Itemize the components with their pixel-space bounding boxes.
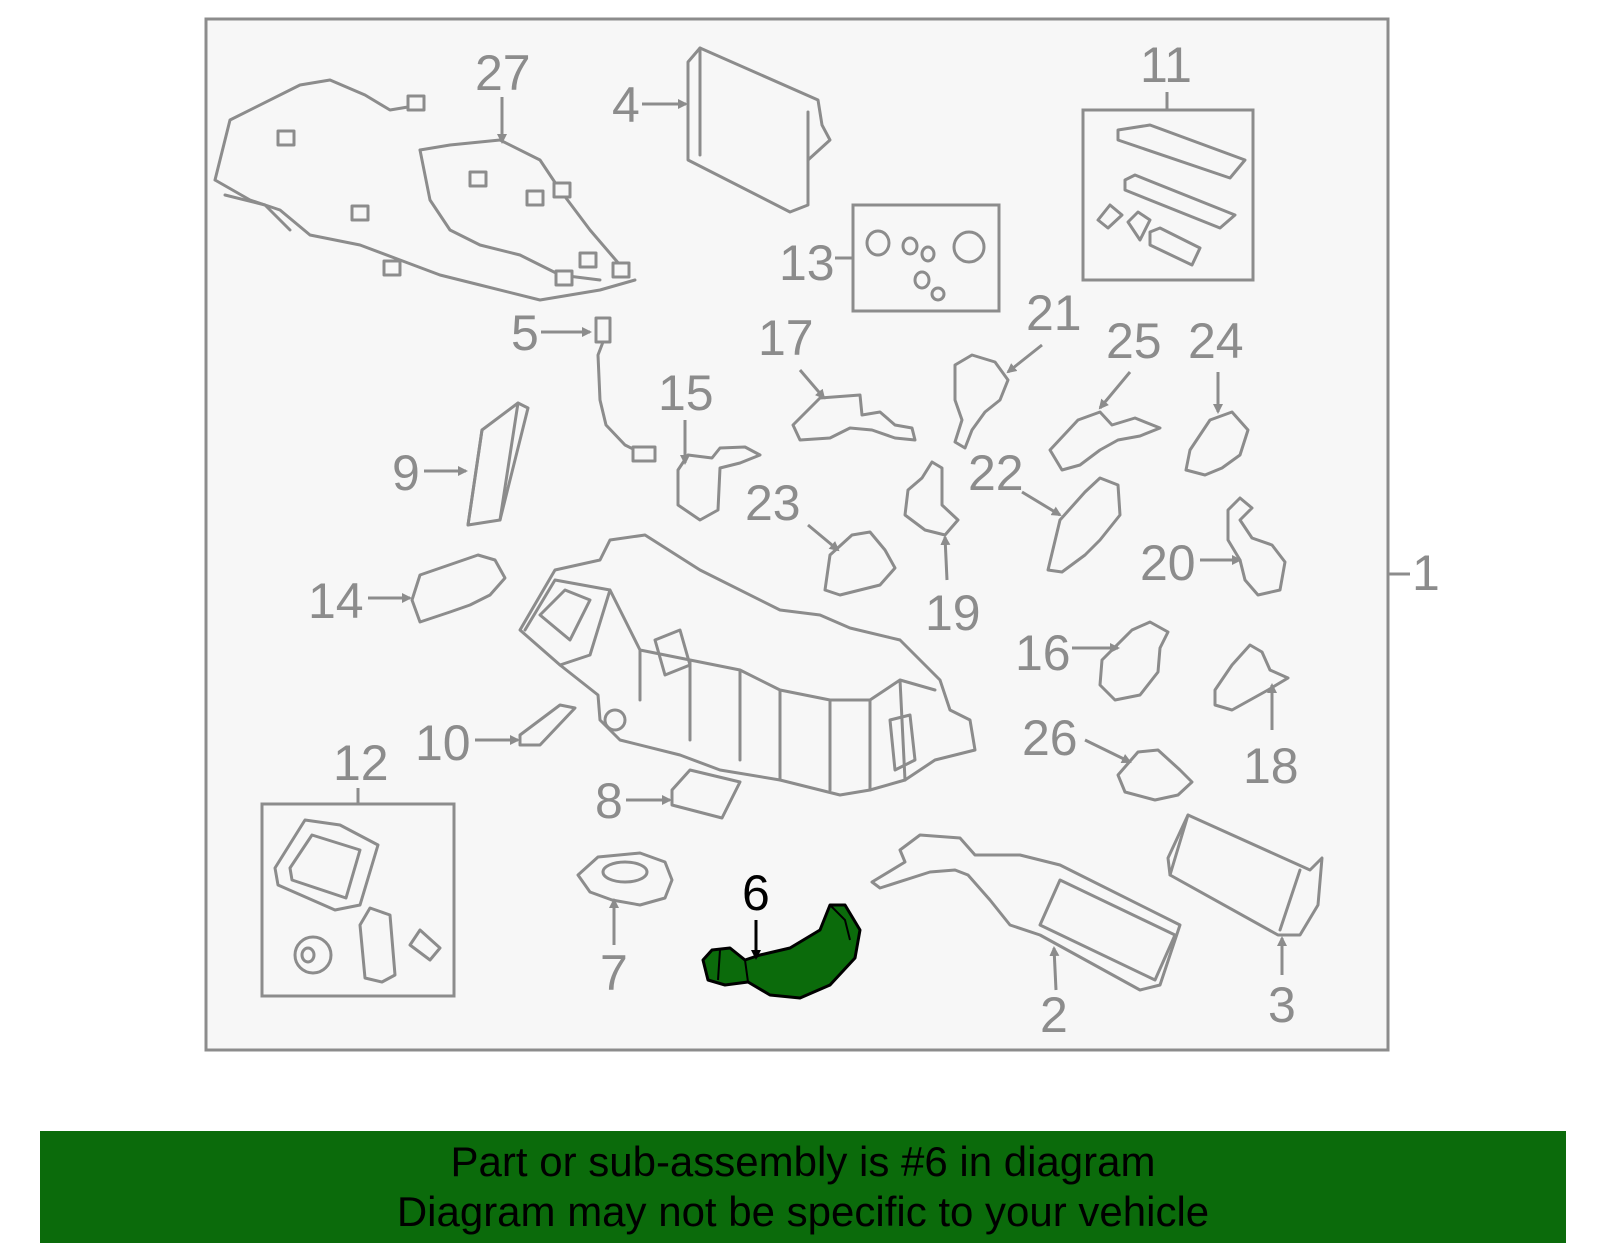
part-24-actuator[interactable] bbox=[1184, 410, 1250, 477]
callout-5[interactable]: 5 bbox=[511, 305, 539, 361]
banner-line-2: Diagram may not be specific to your vehi… bbox=[396, 1188, 1210, 1235]
callout-9[interactable]: 9 bbox=[392, 445, 420, 501]
part-9-cabin-filter[interactable] bbox=[466, 401, 530, 527]
part-3-heater-core-rear[interactable] bbox=[1166, 813, 1324, 937]
part-26-actuator[interactable] bbox=[1116, 748, 1194, 802]
part-16-actuator[interactable] bbox=[1098, 620, 1170, 702]
part-2-evaporator[interactable] bbox=[870, 833, 1182, 992]
callout-20[interactable]: 20 bbox=[1140, 535, 1196, 591]
part-25-actuator[interactable] bbox=[1048, 410, 1162, 472]
part-11-filter-kit[interactable] bbox=[1081, 108, 1255, 282]
callout-3[interactable]: 3 bbox=[1268, 977, 1296, 1033]
part-22-actuator[interactable] bbox=[1046, 476, 1122, 574]
callout-6[interactable]: 6 bbox=[742, 865, 770, 921]
callout-1[interactable]: 1 bbox=[1412, 545, 1440, 601]
callout-8[interactable]: 8 bbox=[595, 773, 623, 829]
info-banner: Part or sub-assembly is #6 in diagram Di… bbox=[40, 1131, 1566, 1243]
callout-2[interactable]: 2 bbox=[1040, 987, 1068, 1043]
part-23-actuator[interactable] bbox=[823, 530, 897, 597]
callout-21[interactable]: 21 bbox=[1026, 285, 1082, 341]
callout-27[interactable]: 27 bbox=[475, 45, 531, 101]
part-main-hvac-housing[interactable] bbox=[518, 533, 977, 797]
part-21-actuator[interactable] bbox=[953, 353, 1010, 450]
part-13-o-ring-kit[interactable] bbox=[851, 203, 1001, 313]
part-15-actuator[interactable] bbox=[676, 445, 762, 522]
part-6-highlighted-duct[interactable] bbox=[701, 903, 862, 1000]
part-14-duct[interactable] bbox=[410, 553, 507, 624]
callout-26[interactable]: 26 bbox=[1022, 710, 1078, 766]
callout-19[interactable]: 19 bbox=[925, 585, 981, 641]
part-18-actuator[interactable] bbox=[1213, 643, 1290, 712]
part-10-seal[interactable] bbox=[518, 703, 577, 747]
part-12-gasket-kit[interactable] bbox=[260, 802, 456, 998]
callout-17[interactable]: 17 bbox=[758, 310, 814, 366]
callout-16[interactable]: 16 bbox=[1015, 625, 1071, 681]
callout-12[interactable]: 12 bbox=[333, 735, 389, 791]
callout-22[interactable]: 22 bbox=[968, 445, 1024, 501]
banner-line-1: Part or sub-assembly is #6 in diagram bbox=[450, 1138, 1156, 1185]
callout-13[interactable]: 13 bbox=[779, 235, 835, 291]
callout-23[interactable]: 23 bbox=[745, 475, 801, 531]
part-5-sensor[interactable] bbox=[594, 316, 657, 463]
part-8-pad[interactable] bbox=[670, 768, 742, 820]
callout-14[interactable]: 14 bbox=[308, 573, 364, 629]
callout-15[interactable]: 15 bbox=[658, 365, 714, 421]
part-19-actuator[interactable] bbox=[903, 460, 960, 537]
callout-11[interactable]: 11 bbox=[1140, 37, 1192, 93]
part-27-wiring-harness[interactable] bbox=[213, 78, 637, 302]
part-4-heater-core[interactable] bbox=[686, 46, 832, 214]
callout-10[interactable]: 10 bbox=[415, 715, 471, 771]
callout-24[interactable]: 24 bbox=[1188, 313, 1244, 369]
part-7-blower-motor[interactable] bbox=[576, 851, 674, 907]
part-17-actuator[interactable] bbox=[791, 393, 917, 442]
callout-7[interactable]: 7 bbox=[600, 945, 628, 1001]
callout-4[interactable]: 4 bbox=[612, 77, 640, 133]
callout-25[interactable]: 25 bbox=[1106, 313, 1162, 369]
callout-18[interactable]: 18 bbox=[1243, 738, 1299, 794]
